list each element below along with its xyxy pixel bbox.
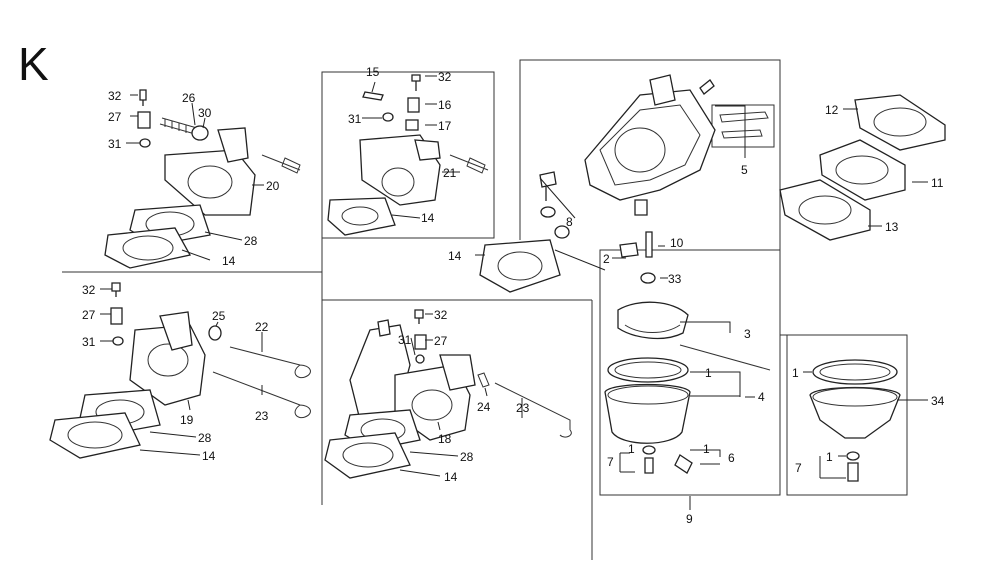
callout-label: 31 xyxy=(348,112,362,126)
callout-label: 26 xyxy=(182,91,196,105)
callout-label: 27 xyxy=(108,110,122,124)
callout-label: 14 xyxy=(421,211,435,225)
callout-label: 18 xyxy=(438,432,452,446)
callout-label: 13 xyxy=(885,220,899,234)
callout-label: 14 xyxy=(202,449,216,463)
callout-label: 7 xyxy=(607,455,614,469)
callout-label: 32 xyxy=(434,308,448,322)
callout-label: 21 xyxy=(443,166,457,180)
callout-label: 8 xyxy=(566,215,573,229)
callout-label: 14 xyxy=(448,249,462,263)
callout-label: 30 xyxy=(198,106,212,120)
callout-label: 2 xyxy=(603,252,610,266)
callout-label: 32 xyxy=(82,283,96,297)
callout-label: 23 xyxy=(516,401,530,415)
callout-label: 1 xyxy=(792,366,799,380)
callout-label: 23 xyxy=(255,409,269,423)
callout-label: 32 xyxy=(108,89,122,103)
callout-label: 3 xyxy=(744,327,751,341)
assembly-top-middle xyxy=(327,74,489,236)
callout-label: 28 xyxy=(198,431,212,445)
assembly-top-left xyxy=(104,89,301,269)
section-letter: K xyxy=(18,38,49,90)
callout-label: 31 xyxy=(108,137,122,151)
callout-label: 14 xyxy=(444,470,458,484)
callout-label: 33 xyxy=(668,272,682,286)
assembly-bottom-middle xyxy=(324,309,572,479)
callout-label: 1 xyxy=(628,442,635,456)
callout-labels: 32 27 31 26 30 20 28 14 15 32 16 31 17 2… xyxy=(82,65,945,526)
callout-label: 6 xyxy=(728,451,735,465)
callout-label: 25 xyxy=(212,309,226,323)
panel-frames xyxy=(62,59,908,560)
callout-label: 4 xyxy=(758,390,765,404)
callout-label: 11 xyxy=(931,176,944,190)
callout-label: 24 xyxy=(477,400,491,414)
callout-label: 15 xyxy=(366,65,380,79)
assembly-carburetor xyxy=(475,74,771,510)
callout-label: 1 xyxy=(705,366,712,380)
callout-label: 17 xyxy=(438,119,452,133)
assembly-bottom-left xyxy=(49,282,311,459)
gaskets-top-right xyxy=(779,94,946,241)
callout-label: 9 xyxy=(686,512,693,526)
callout-label: 32 xyxy=(438,70,452,84)
callout-label: 19 xyxy=(180,413,194,427)
callout-label: 34 xyxy=(931,394,945,408)
callout-label: 1 xyxy=(703,442,710,456)
callout-label: 20 xyxy=(266,179,280,193)
callout-label: 16 xyxy=(438,98,452,112)
callout-label: 28 xyxy=(460,450,474,464)
callout-label: 5 xyxy=(741,163,748,177)
air-filter-cup xyxy=(803,359,928,482)
callout-label: 10 xyxy=(670,236,684,250)
callout-label: 1 xyxy=(826,450,833,464)
callout-label: 7 xyxy=(795,461,802,475)
callout-label: 27 xyxy=(434,334,448,348)
callout-label: 22 xyxy=(255,320,269,334)
callout-label: 14 xyxy=(222,254,236,268)
callout-label: 31 xyxy=(398,333,412,347)
callout-label: 31 xyxy=(82,335,96,349)
callout-label: 28 xyxy=(244,234,258,248)
callout-label: 27 xyxy=(82,308,96,322)
callout-label: 12 xyxy=(825,103,839,117)
